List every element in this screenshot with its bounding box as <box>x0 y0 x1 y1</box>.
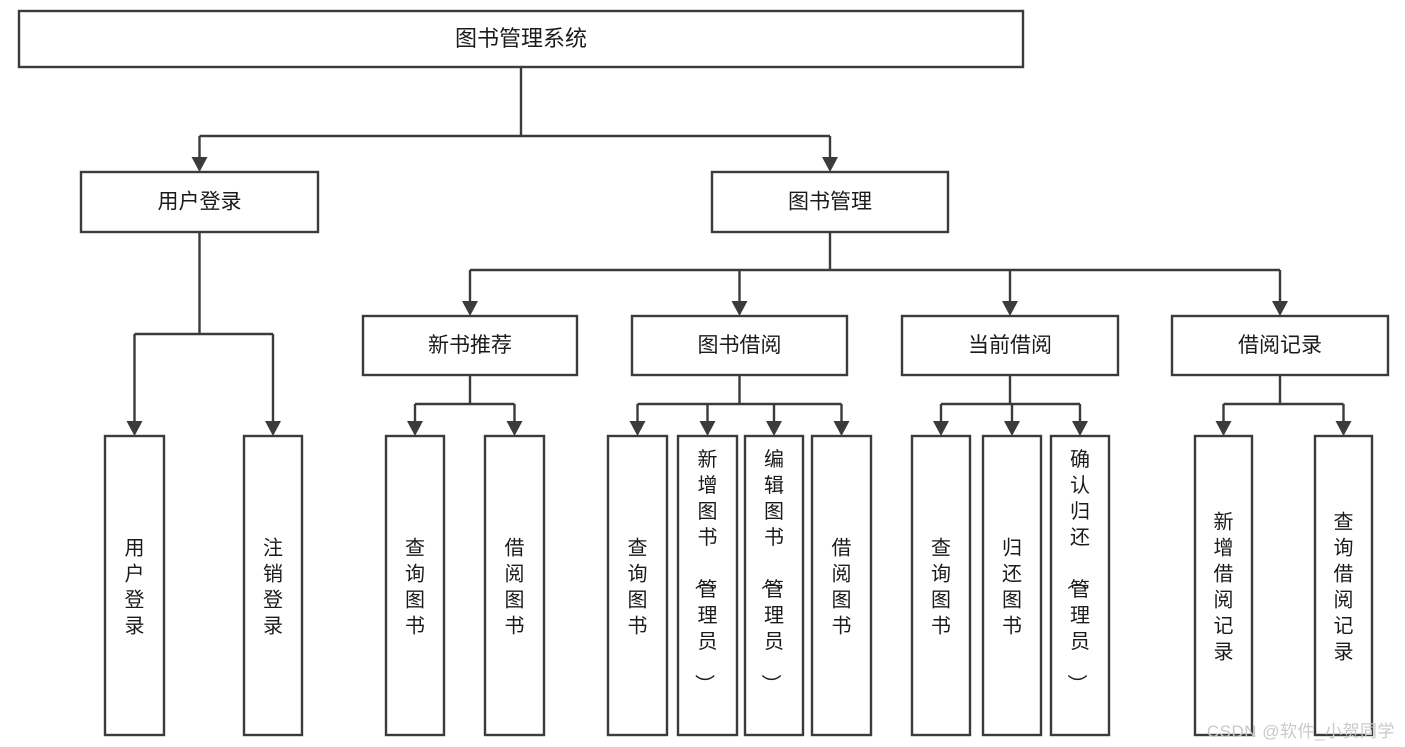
leaf-box[interactable] <box>981 434 1043 737</box>
level2-node[interactable]: 用户登录 <box>79 170 320 234</box>
leaf-box[interactable] <box>910 434 972 737</box>
arrow-head-icon <box>1335 421 1352 436</box>
arrow-head-icon <box>1004 421 1020 436</box>
leaf-label: 注销登录 <box>263 537 283 638</box>
arrow-head-icon <box>191 157 208 172</box>
leaf-node[interactable]: 查询图书 <box>606 434 669 737</box>
node-label: 当前借阅 <box>968 334 1052 357</box>
level3-node[interactable]: 新书推荐 <box>361 314 579 377</box>
arrow-head-icon <box>1072 421 1088 436</box>
boxes-layer: 图书管理系统用户登录图书管理新书推荐图书借阅当前借阅借阅记录用户登录注销登录查询… <box>17 9 1390 737</box>
arrow-head-icon <box>629 421 646 436</box>
leaf-box[interactable] <box>1193 434 1254 737</box>
arrow-head-icon <box>126 421 143 436</box>
arrow-head-icon <box>731 301 748 316</box>
leaf-box[interactable] <box>676 434 739 737</box>
leaf-node[interactable]: 注销登录 <box>242 434 304 737</box>
node-box[interactable] <box>79 170 320 234</box>
leaf-box[interactable] <box>384 434 446 737</box>
level3-node[interactable]: 借阅记录 <box>1170 314 1390 377</box>
arrow-head-icon <box>699 421 716 436</box>
leaf-label: 编辑图书（管理员） <box>759 448 784 694</box>
leaf-node[interactable]: 归还图书 <box>981 434 1043 737</box>
leaf-node[interactable]: 查询图书 <box>910 434 972 737</box>
leaf-label: 新增借阅记录 <box>1214 511 1234 664</box>
leaf-label: 新增图书（管理员） <box>693 448 718 694</box>
arrow-head-icon <box>822 157 838 172</box>
arrow-head-icon <box>1272 301 1288 316</box>
leaf-box[interactable] <box>483 434 546 737</box>
arrow-head-icon <box>506 421 523 436</box>
arrow-head-icon <box>462 301 478 316</box>
watermark-text: CSDN @软件_小贺同学 <box>1206 722 1395 741</box>
arrow-head-icon <box>265 421 281 436</box>
root-node[interactable]: 图书管理系统 <box>17 9 1025 69</box>
connectors-layer <box>126 67 1352 436</box>
leaf-box[interactable] <box>606 434 669 737</box>
leaf-node[interactable]: 查询图书 <box>384 434 446 737</box>
leaf-box[interactable] <box>743 434 805 737</box>
node-box[interactable] <box>900 314 1120 377</box>
node-box[interactable] <box>17 9 1025 69</box>
leaf-label: 用户登录 <box>125 538 145 638</box>
level2-node[interactable]: 图书管理 <box>710 170 950 234</box>
leaf-node[interactable]: 新增借阅记录 <box>1193 434 1254 737</box>
leaf-label: 借阅图书 <box>505 537 525 638</box>
leaf-node[interactable]: 确认归还（管理员） <box>1049 434 1111 737</box>
leaf-box[interactable] <box>1049 434 1111 737</box>
arrow-head-icon <box>1215 421 1232 436</box>
node-box[interactable] <box>630 314 849 377</box>
leaf-label: 查询借阅记录 <box>1334 511 1354 664</box>
leaf-label: 查询图书 <box>405 537 425 638</box>
node-label: 图书管理系统 <box>455 26 587 51</box>
leaf-label: 查询图书 <box>931 537 951 638</box>
leaf-label: 归还图书 <box>1002 537 1022 638</box>
leaf-box[interactable] <box>242 434 304 737</box>
arrow-head-icon <box>933 421 949 436</box>
arrow-head-icon <box>407 421 423 436</box>
node-label: 借阅记录 <box>1238 334 1322 357</box>
leaf-label: 查询图书 <box>628 537 648 638</box>
arrow-head-icon <box>833 421 850 436</box>
node-label: 图书借阅 <box>698 334 782 357</box>
node-label: 图书管理 <box>788 191 872 214</box>
leaf-node[interactable]: 用户登录 <box>103 434 166 737</box>
level3-node[interactable]: 图书借阅 <box>630 314 849 377</box>
leaf-node[interactable]: 借阅图书 <box>810 434 873 737</box>
node-box[interactable] <box>710 170 950 234</box>
leaf-node[interactable]: 借阅图书 <box>483 434 546 737</box>
leaf-node[interactable]: 查询借阅记录 <box>1313 434 1374 737</box>
node-box[interactable] <box>361 314 579 377</box>
leaf-box[interactable] <box>810 434 873 737</box>
leaf-node[interactable]: 新增图书（管理员） <box>676 434 739 737</box>
leaf-node[interactable]: 编辑图书（管理员） <box>743 434 805 737</box>
node-label: 新书推荐 <box>428 334 512 357</box>
leaf-box[interactable] <box>103 434 166 737</box>
node-box[interactable] <box>1170 314 1390 377</box>
leaf-label: 确认归还（管理员） <box>1065 448 1090 694</box>
arrow-head-icon <box>1002 301 1018 316</box>
level3-node[interactable]: 当前借阅 <box>900 314 1120 377</box>
leaf-label: 借阅图书 <box>832 537 852 638</box>
leaf-box[interactable] <box>1313 434 1374 737</box>
arrow-head-icon <box>766 421 782 436</box>
node-label: 用户登录 <box>158 191 242 214</box>
